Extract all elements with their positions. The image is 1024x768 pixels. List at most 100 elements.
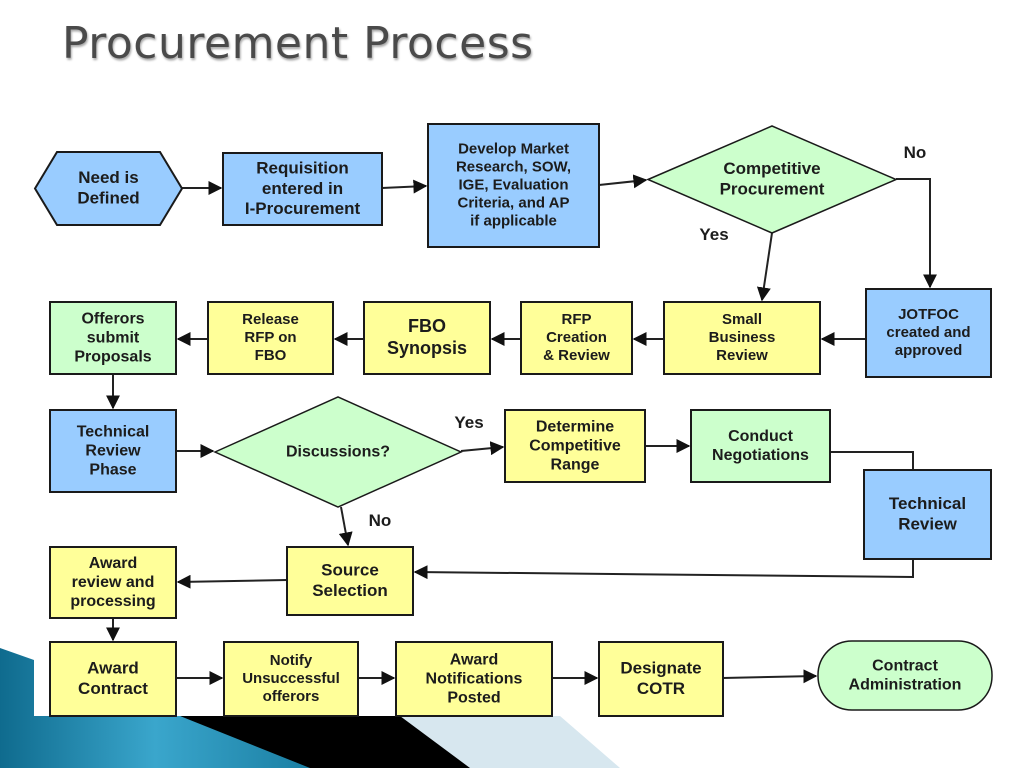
diamond-shape (646, 125, 898, 234)
hexagon-shape (33, 151, 184, 226)
node-label-line: Synopsis (387, 338, 467, 358)
rect-shape (49, 301, 177, 375)
node-label-line: Procurement (720, 179, 825, 198)
node-label-line: Review (716, 347, 768, 364)
node-label-line: Creation (546, 329, 607, 346)
node-label-line: Release (242, 311, 299, 328)
rect-shape (395, 641, 553, 717)
node-label-line: Negotiations (712, 447, 809, 464)
rect-shape (863, 469, 992, 560)
rect-shape (222, 152, 383, 226)
connector-discussions-to-comprange (460, 441, 505, 456)
node-label-line: created and (886, 324, 970, 341)
rect-shape (49, 641, 177, 717)
rect-shape (207, 301, 334, 375)
node-label-line: JOTFOC (898, 306, 959, 323)
edge-label-yes: Yes (699, 225, 728, 244)
node-discussions: Discussions? (213, 396, 463, 508)
edge-label-no: No (904, 143, 927, 162)
node-label-line: Technical (889, 494, 966, 513)
node-label-line: Source (321, 561, 379, 580)
rect-shape (223, 641, 359, 717)
node-label-line: RFP (562, 311, 592, 328)
node-label-line: Posted (447, 690, 500, 707)
node-label-line: FBO (255, 347, 287, 364)
node-label-line: Range (551, 457, 600, 474)
node-label-line: review and (72, 574, 155, 591)
node-label-line: Notifications (426, 670, 523, 687)
node-label-line: Defined (77, 188, 139, 207)
node-label-line: entered in (262, 179, 343, 198)
node-label-line: Determine (536, 418, 614, 435)
node-label-line: Criteria, and AP (458, 195, 570, 212)
terminal-shape (817, 640, 993, 711)
connector-develop-to-competitive (598, 174, 648, 189)
node-label-line: Proposals (74, 349, 151, 366)
node-label-line: processing (70, 593, 155, 610)
node-label-line: Review (898, 514, 957, 533)
node-label-line: Need is (78, 168, 138, 187)
rect-shape (49, 409, 177, 493)
connector-discussions-to-source (338, 506, 353, 547)
connector-negotiations-to-techreview (830, 451, 914, 470)
rect-shape (865, 288, 992, 378)
connector-cotr-to-admin (722, 669, 818, 684)
node-requisition: Requisition entered inI-Procurement (222, 152, 383, 226)
node-label-line: if applicable (470, 213, 557, 230)
node-label-line: Award (450, 651, 499, 668)
node-label-line: offerors (263, 688, 320, 705)
rect-shape (598, 641, 724, 717)
node-label-line: Research, SOW, (456, 159, 571, 176)
node-label-line: RFP on (244, 329, 296, 346)
node-label-line: Business (709, 329, 776, 346)
rect-shape (663, 301, 821, 375)
connector-competitive-to-smallbiz (756, 232, 773, 302)
node-label-line: Contract (872, 657, 938, 674)
node-label-line: Offerors (81, 310, 144, 327)
connector-competitive-to-jotfoc (896, 178, 937, 289)
rect-shape (286, 546, 414, 616)
node-label-line: Review (85, 442, 141, 459)
node-label-line: Designate (620, 659, 701, 678)
teal-corner-shape (0, 648, 310, 768)
node-label-line: Competitive (723, 159, 820, 178)
node-label-line: Phase (89, 462, 136, 479)
node-label-line: Competitive (529, 437, 621, 454)
node-label-line: Notify (270, 652, 313, 669)
node-label-line: Award (87, 659, 139, 678)
slide-title: Procurement Process (62, 18, 534, 69)
connector-techreview-to-source (413, 559, 914, 580)
node-label-line: Small (722, 311, 762, 328)
rect-shape (690, 409, 831, 483)
node-label-line: Contract (78, 679, 148, 698)
node-label-line: Award (89, 555, 138, 572)
rect-shape (520, 301, 633, 375)
node-label-line: FBO (408, 316, 446, 336)
edge-label-yes: Yes (454, 413, 483, 432)
node-label-line: COTR (637, 679, 685, 698)
connector-source-to-awardreview (176, 574, 288, 589)
rect-shape (363, 301, 491, 375)
node-label-line: I-Procurement (245, 199, 361, 218)
node-label-line: Requisition (256, 158, 349, 177)
node-label-line: Conduct (728, 428, 794, 445)
node-label-line: Technical (77, 423, 150, 440)
node-label-line: & Review (543, 347, 610, 364)
